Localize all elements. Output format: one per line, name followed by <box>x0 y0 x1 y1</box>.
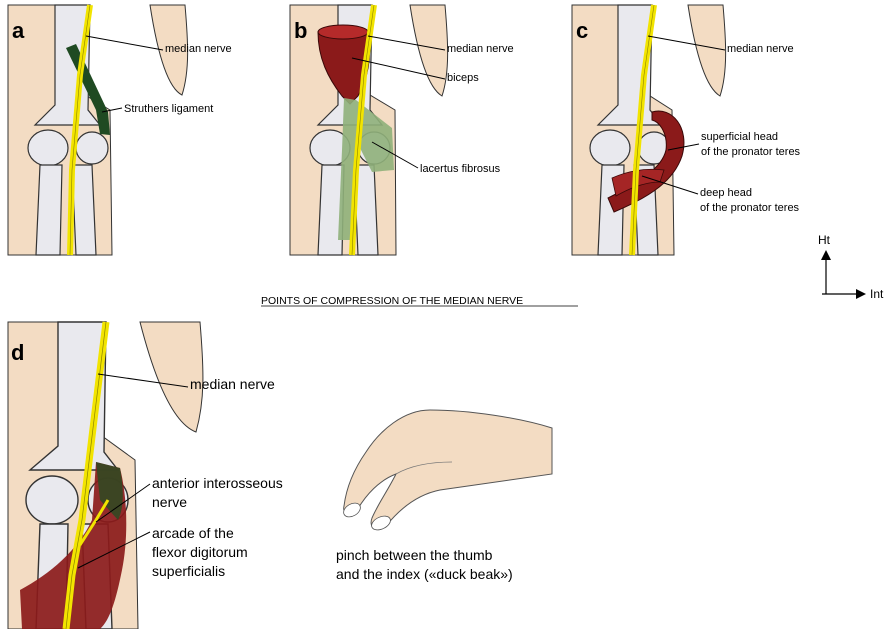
panel-c: c median nerve superficial head of the p… <box>572 5 801 255</box>
panel-d-label-arcade-1: arcade of the <box>152 525 234 541</box>
panel-c-label-deep-1: deep head <box>700 187 752 199</box>
panel-d-label-ain-1: anterior interosseous <box>152 475 283 491</box>
panel-d-label-ain-2: nerve <box>152 494 187 510</box>
panel-d-condyle-left <box>26 476 78 524</box>
panel-b-biceps-cut <box>318 25 368 39</box>
orientation-up-arrowhead <box>821 250 831 260</box>
panel-d-label-arcade-3: superficialis <box>152 563 225 579</box>
panel-a-letter: a <box>12 18 25 43</box>
pinch-hand-skin <box>344 410 552 530</box>
panel-d-letter: d <box>11 340 24 365</box>
panel-b-label-median-nerve: median nerve <box>447 43 514 55</box>
panel-a-leader-median <box>86 36 163 50</box>
panel-c-label-deep-2: of the pronator teres <box>700 202 800 214</box>
panel-a-condyle-right <box>76 132 108 164</box>
panel-a-condyle-left <box>28 130 68 166</box>
panel-a: a median nerve Struthers ligament <box>8 5 232 255</box>
panel-b-forearm-skin-right <box>410 5 448 96</box>
panel-d: d median nerve anterior interosseous ner… <box>8 322 283 629</box>
orientation-label-ht: Ht <box>818 233 831 247</box>
panel-b-letter: b <box>294 18 307 43</box>
panel-a-label-struthers: Struthers ligament <box>124 103 213 115</box>
panel-a-radius <box>36 165 62 255</box>
panel-b-label-biceps: biceps <box>447 72 479 84</box>
orientation-indicator: Ht Int <box>818 233 884 301</box>
panel-b: b median nerve biceps lacertus fibrosus <box>290 5 514 255</box>
pinch-caption-line1: pinch between the thumb <box>336 547 493 563</box>
panel-c-forearm-skin-right <box>688 5 726 96</box>
pinch-caption-line2: and the index («duck beak») <box>336 566 513 582</box>
orientation-label-int: Int <box>870 287 884 301</box>
figure-caption: POINTS OF COMPRESSION OF THE MEDIAN NERV… <box>261 295 523 307</box>
panel-c-label-median-nerve: median nerve <box>727 43 794 55</box>
pinch-hand-illustration: pinch between the thumb and the index («… <box>336 410 552 582</box>
panel-a-label-median-nerve: median nerve <box>165 43 232 55</box>
panel-d-label-median-nerve: median nerve <box>190 376 275 392</box>
panel-c-condyle-left <box>590 130 630 166</box>
panel-c-letter: c <box>576 18 588 43</box>
panel-d-label-arcade-2: flexor digitorum <box>152 544 248 560</box>
panel-c-label-superficial-1: superficial head <box>701 131 778 143</box>
panel-b-label-lacertus: lacertus fibrosus <box>420 163 501 175</box>
panel-a-ulna <box>72 165 96 255</box>
panel-c-label-superficial-2: of the pronator teres <box>701 146 801 158</box>
orientation-right-arrowhead <box>856 289 866 299</box>
